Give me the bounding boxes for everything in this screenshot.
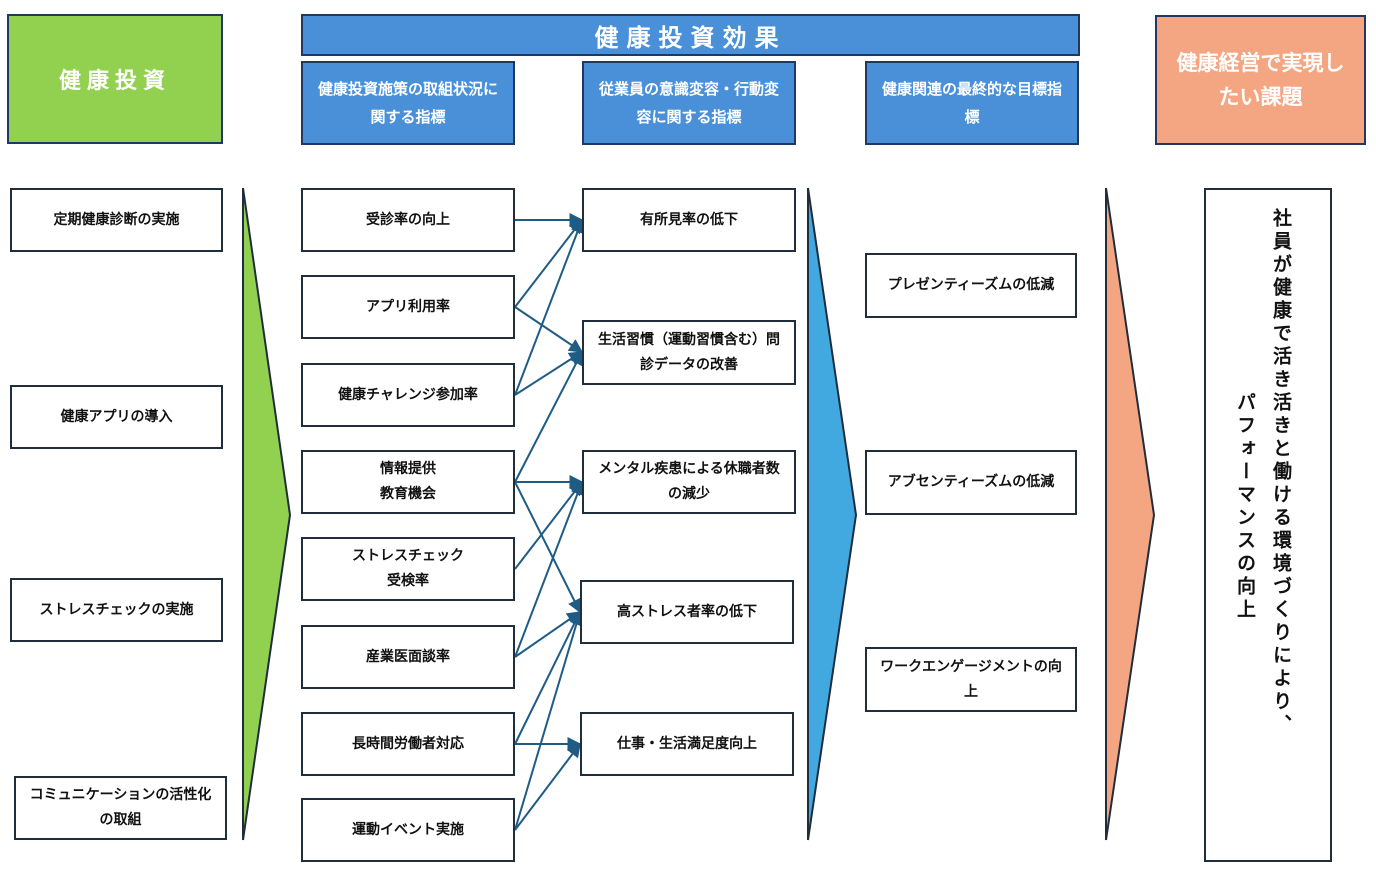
initiative-item: 長時間労働者対応 — [301, 712, 515, 776]
connector-arrow — [514, 218, 585, 396]
investment-item: ストレスチェックの実施 — [10, 578, 223, 642]
header-goal: 健康経営で実現したい課題 — [1155, 15, 1366, 145]
investment-item: 健康アプリの導入 — [10, 385, 223, 449]
behavior-item: 有所見率の低下 — [582, 188, 796, 252]
connector-arrow — [514, 481, 581, 614]
blue-chevron — [807, 187, 858, 841]
initiative-item: 情報提供 教育機会 — [301, 450, 515, 514]
connector-arrow — [514, 611, 582, 658]
initiative-item: 健康チャレンジ参加率 — [301, 363, 515, 427]
goal-text-line2: パフォーマンスの向上 — [1234, 392, 1256, 622]
connector-arrow — [514, 610, 581, 745]
connector-arrow — [514, 480, 585, 658]
investment-item: コミュニケーションの活性化の取組 — [14, 776, 227, 840]
connector-lines — [514, 213, 585, 831]
behavior-item: 生活習慣（運動習慣含む）問診データの改善 — [582, 320, 796, 385]
goal-box: 社員が健康で活き活きと働ける環境づくりにより、 パフォーマンスの向上 — [1204, 188, 1332, 862]
connector-arrow — [514, 218, 583, 308]
outcome-item: ワークエンゲージメントの向上 — [865, 647, 1077, 712]
behavior-item: メンタル疾患による休職者数の減少 — [582, 450, 796, 514]
connector-arrow — [514, 742, 581, 831]
investment-item: 定期健康診断の実施 — [10, 188, 223, 252]
behavior-item: 仕事・生活満足度向上 — [580, 712, 794, 776]
initiative-item: 受診率の向上 — [301, 188, 515, 252]
connector-arrow — [514, 350, 583, 483]
initiative-item: 運動イベント実施 — [301, 798, 515, 862]
initiative-item: ストレスチェック 受検率 — [301, 537, 515, 601]
orange-chevron — [1105, 187, 1156, 841]
initiative-item: 産業医面談率 — [301, 625, 515, 689]
behavior-item: 高ストレス者率の低下 — [580, 580, 794, 644]
goal-text-line1: 社員が健康で活き活きと働ける環境づくりにより、 — [1270, 208, 1292, 737]
header-effect: 健康投資効果 — [301, 14, 1080, 56]
connector-arrow — [514, 610, 584, 831]
connector-arrow — [514, 480, 583, 570]
outcome-item: プレゼンティーズムの低減 — [865, 253, 1077, 318]
initiative-item: アプリ利用率 — [301, 275, 515, 339]
header-final-metrics: 健康関連の最終的な目標指標 — [865, 61, 1079, 145]
outcome-item: アブセンティーズムの低減 — [865, 450, 1077, 515]
connector-arrow — [514, 306, 584, 353]
header-initiative-metrics: 健康投資施策の取組状況に関する指標 — [301, 61, 515, 145]
green-chevron — [242, 187, 292, 841]
header-investment: 健康投資 — [7, 14, 223, 144]
header-behavior-metrics: 従業員の意識変容・行動変容に関する指標 — [582, 61, 796, 145]
